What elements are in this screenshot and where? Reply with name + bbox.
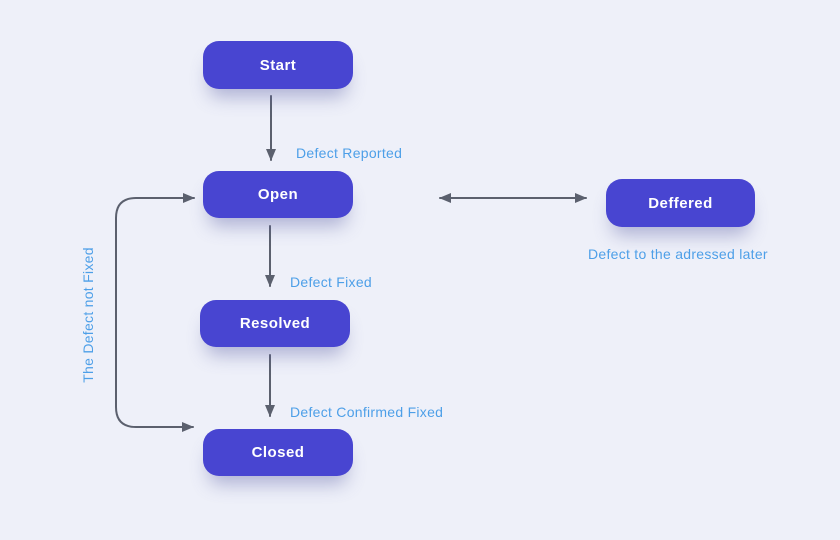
node-start: Start — [203, 41, 353, 89]
edge-label-defect-not-fixed: The Defect not Fixed — [80, 247, 96, 383]
node-deferred: Deffered — [606, 179, 755, 227]
edge-label-defect-fixed: Defect Fixed — [290, 274, 372, 290]
edge-label-deferred-note: Defect to the adressed later — [588, 246, 768, 262]
edge-label-defect-confirmed-fixed: Defect Confirmed Fixed — [290, 404, 444, 420]
node-closed: Closed — [203, 429, 353, 476]
node-open: Open — [203, 171, 353, 218]
node-resolved: Resolved — [200, 300, 350, 347]
edge-label-defect-reported: Defect Reported — [296, 145, 403, 161]
edge-closed-open-loop — [115, 193, 195, 432]
